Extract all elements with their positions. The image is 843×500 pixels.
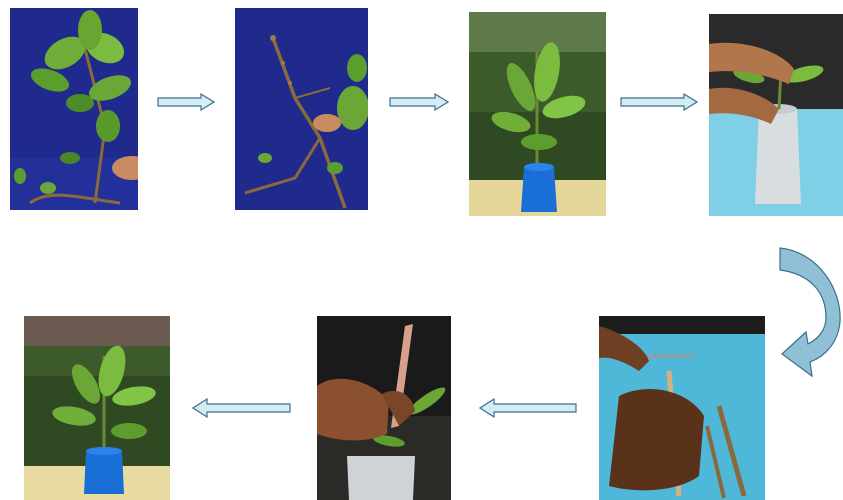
arrow-right-3-icon [620,93,698,111]
arrow-left-2-icon [192,398,291,418]
photo-step-4-prepare-rootstock [709,14,843,216]
photo-step-3-rootstock-seedling [469,12,606,216]
photo-step-1-mother-shoot [10,8,138,210]
arrow-left-1-icon [479,398,577,418]
arrow-right-2-icon [389,93,449,111]
photo-step-7-grafted-plant [24,316,170,500]
photo-step-5-cut-scion-wedge [599,316,765,500]
photo-step-2-scion-stick [235,8,368,210]
curved-arrow-icon [778,244,843,388]
arrow-right-1-icon [157,93,215,111]
photo-step-6-insert-scion [317,316,451,500]
